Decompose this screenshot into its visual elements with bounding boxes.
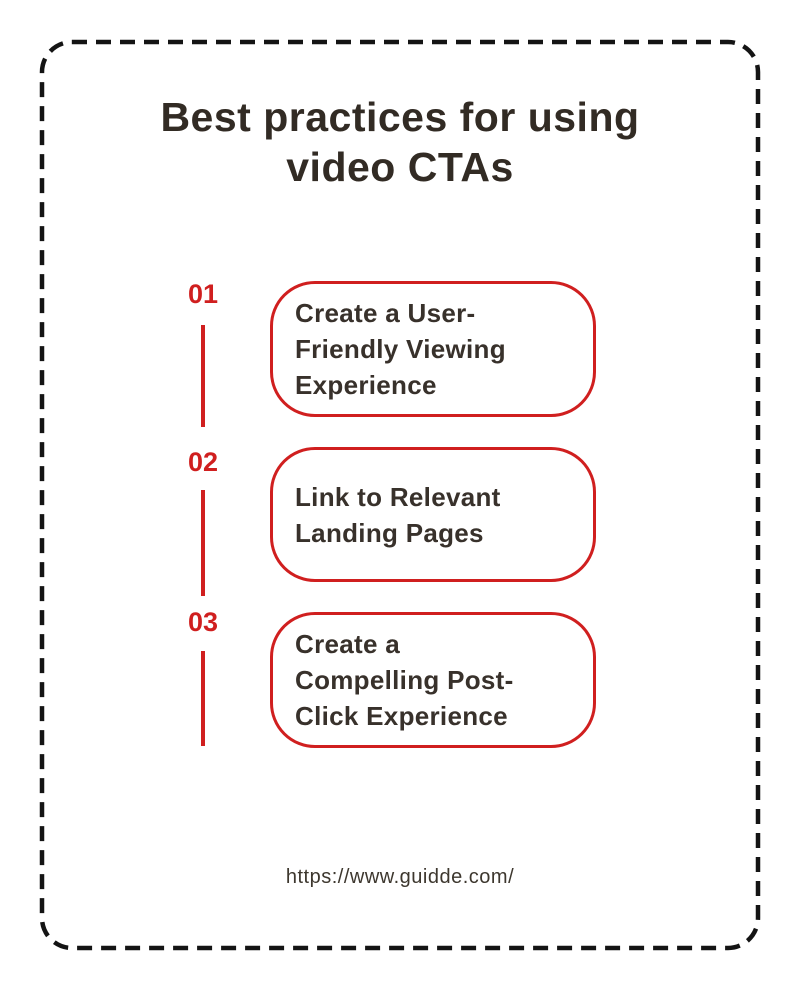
step-label-2: Link to Relevant Landing Pages	[295, 481, 501, 548]
step-number-3: 03	[187, 607, 219, 637]
step-card-3: Create a Compelling Post- Click Experien…	[270, 612, 596, 748]
step-connector-line-2	[201, 490, 205, 596]
step-number-2: 02	[187, 447, 219, 477]
page-title: Best practices for using video CTAs	[160, 94, 640, 190]
step-connector-line-3	[201, 651, 205, 746]
step-label-3: Create a Compelling Post- Click Experien…	[295, 629, 514, 731]
step-connector-line-1	[201, 325, 205, 427]
step-number-1: 01	[187, 279, 219, 309]
step-card-2: Link to Relevant Landing Pages	[270, 447, 596, 582]
footer-url: https://www.guidde.com/	[285, 866, 515, 888]
step-card-1: Create a User- Friendly Viewing Experien…	[270, 281, 596, 417]
step-label-1: Create a User- Friendly Viewing Experien…	[295, 298, 506, 400]
